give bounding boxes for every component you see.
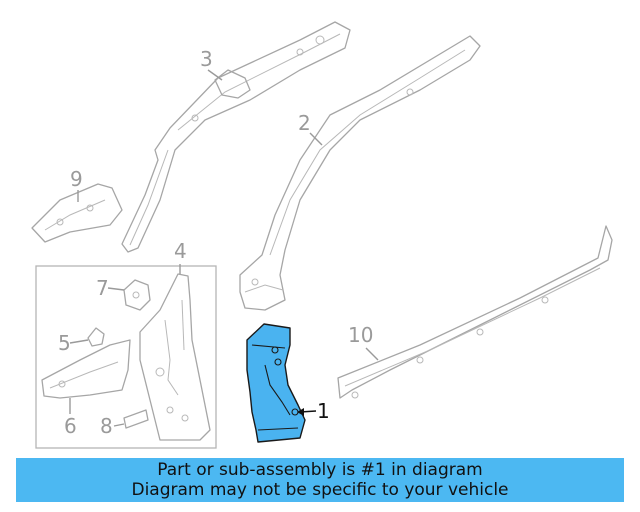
leader-5 (69, 339, 89, 344)
part-5-plug[interactable] (87, 327, 105, 347)
callout-10: 10 (348, 323, 373, 347)
leader-3 (207, 69, 223, 81)
part-1-pillar-reinforcement[interactable] (246, 323, 306, 443)
part-6-panel[interactable] (41, 339, 131, 399)
callout-7: 7 (96, 276, 109, 300)
callout-1: 1 (317, 399, 330, 423)
parts-diagram: 3 2 9 4 7 5 (31, 21, 613, 449)
leader-2 (309, 132, 323, 146)
callout-8: 8 (100, 414, 113, 438)
leader-10 (365, 347, 379, 361)
leader-8 (113, 423, 125, 427)
callout-3: 3 (200, 47, 213, 71)
part-8-plate[interactable] (123, 409, 149, 429)
part-10-rocker-panel[interactable] (337, 225, 613, 399)
part-9-bracket[interactable] (31, 183, 123, 243)
part-2-roof-side-rail[interactable] (239, 35, 481, 311)
callout-4: 4 (174, 239, 187, 263)
part-7-bracket[interactable] (123, 279, 151, 311)
banner-line-1: Part or sub-assembly is #1 in diagram (157, 460, 483, 480)
info-banner: Part or sub-assembly is #1 in diagram Di… (16, 458, 624, 502)
callout-2: 2 (298, 111, 311, 135)
leader-7 (107, 287, 125, 291)
banner-line-2: Diagram may not be specific to your vehi… (131, 480, 509, 500)
part-3-roof-rail[interactable] (121, 21, 351, 253)
part-4-pillar-inner[interactable] (139, 273, 211, 441)
leader-1-arrowhead (297, 408, 304, 416)
callout-9: 9 (70, 167, 83, 191)
callout-6: 6 (64, 414, 77, 438)
callout-5: 5 (58, 331, 71, 355)
group-box-4 (35, 265, 217, 449)
